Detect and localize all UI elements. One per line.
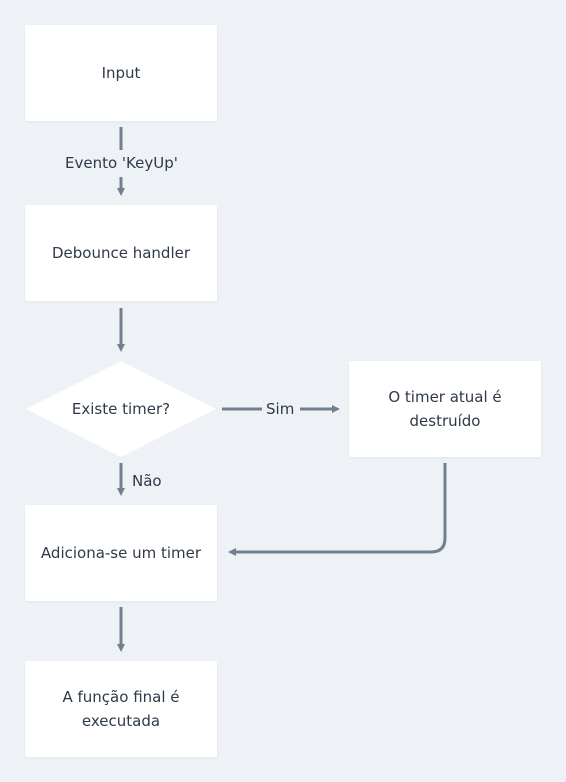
node-add-timer-label: Adiciona-se um timer xyxy=(40,544,202,562)
node-debounce-label: Debounce handler xyxy=(51,244,191,262)
decision-diamond xyxy=(26,361,216,457)
edge-label-yes: Sim xyxy=(266,400,295,418)
node-input-label: Input xyxy=(101,64,141,82)
edge-label-keyup: Evento 'KeyUp' xyxy=(64,153,179,173)
edge-label-no: Não xyxy=(132,472,162,490)
node-input: Input xyxy=(25,25,217,121)
node-final-label: A função final é executada xyxy=(62,688,180,730)
node-decision-label: Existe timer? xyxy=(71,400,171,418)
node-destroy-timer: O timer atual é destruído xyxy=(349,361,541,457)
edge-destroy-to-add xyxy=(228,463,447,556)
node-add-timer: Adiciona-se um timer xyxy=(25,505,217,601)
node-destroy-label: O timer atual é destruído xyxy=(388,388,502,430)
decision-label-wrap: Existe timer? xyxy=(26,395,216,423)
node-debounce-handler: Debounce handler xyxy=(25,205,217,301)
node-final-function: A função final é executada xyxy=(25,661,217,757)
